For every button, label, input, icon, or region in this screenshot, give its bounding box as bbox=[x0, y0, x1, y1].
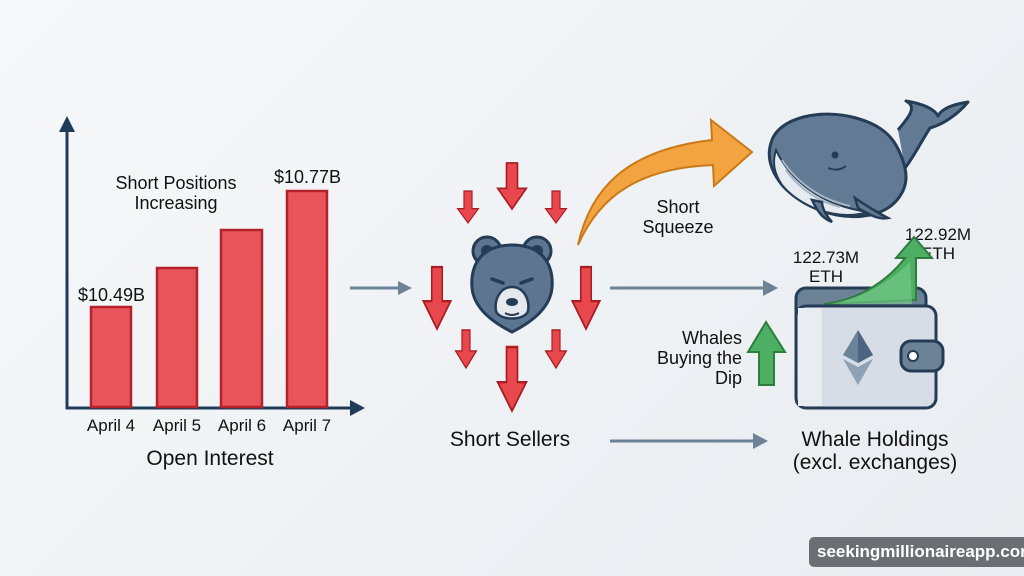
buying-line-1: Whales bbox=[681, 328, 742, 348]
value-label-april-4: $10.49B bbox=[78, 285, 146, 305]
x-tick-april-5: April 5 bbox=[152, 416, 202, 435]
buying-line-2: Buying the bbox=[656, 348, 742, 369]
x-tick-april-6: April 6 bbox=[217, 416, 267, 435]
whales-buying-label: Whales Buying the Dip bbox=[640, 328, 742, 388]
annotation-line-1: Short Positions bbox=[115, 173, 237, 193]
value-label-april-7: $10.77B bbox=[274, 167, 342, 187]
bar-april-7 bbox=[285, 189, 329, 409]
before-unit: ETH bbox=[809, 267, 843, 287]
arrow-sellers-to-holdings bbox=[610, 433, 768, 449]
chart-annotation: Short Positions Increasing bbox=[106, 173, 246, 213]
squeeze-line-2: Squeeze bbox=[642, 217, 714, 238]
bar-april-6 bbox=[219, 228, 264, 409]
holdings-line-1: Whale Holdings bbox=[801, 428, 949, 451]
arrow-chart-to-bear bbox=[350, 281, 412, 295]
short-sellers-label: Short Sellers bbox=[449, 428, 571, 451]
holdings-line-2: (excl. exchanges) bbox=[792, 451, 958, 475]
short-squeeze-label: Short Squeeze bbox=[634, 197, 722, 237]
bar-april-4 bbox=[89, 305, 133, 409]
bar-april-5 bbox=[155, 266, 199, 409]
annotation-line-2: Increasing bbox=[134, 193, 218, 214]
x-tick-april-4: April 4 bbox=[86, 416, 136, 435]
squeeze-line-1: Short bbox=[656, 197, 700, 217]
watermark-link[interactable]: seekingmillionaireapp.com bbox=[809, 537, 1024, 567]
after-value: 122.92M bbox=[904, 225, 972, 244]
buying-line-3: Dip bbox=[714, 368, 742, 389]
whale-holdings-label: Whale Holdings (excl. exchanges) bbox=[770, 428, 980, 474]
before-value: 122.73M bbox=[792, 248, 860, 267]
chart-x-title: Open Interest bbox=[146, 447, 274, 470]
x-tick-april-7: April 7 bbox=[282, 416, 332, 435]
before-holdings-value: 122.73M ETH bbox=[790, 248, 862, 286]
arrow-bear-to-wallet bbox=[610, 280, 778, 296]
